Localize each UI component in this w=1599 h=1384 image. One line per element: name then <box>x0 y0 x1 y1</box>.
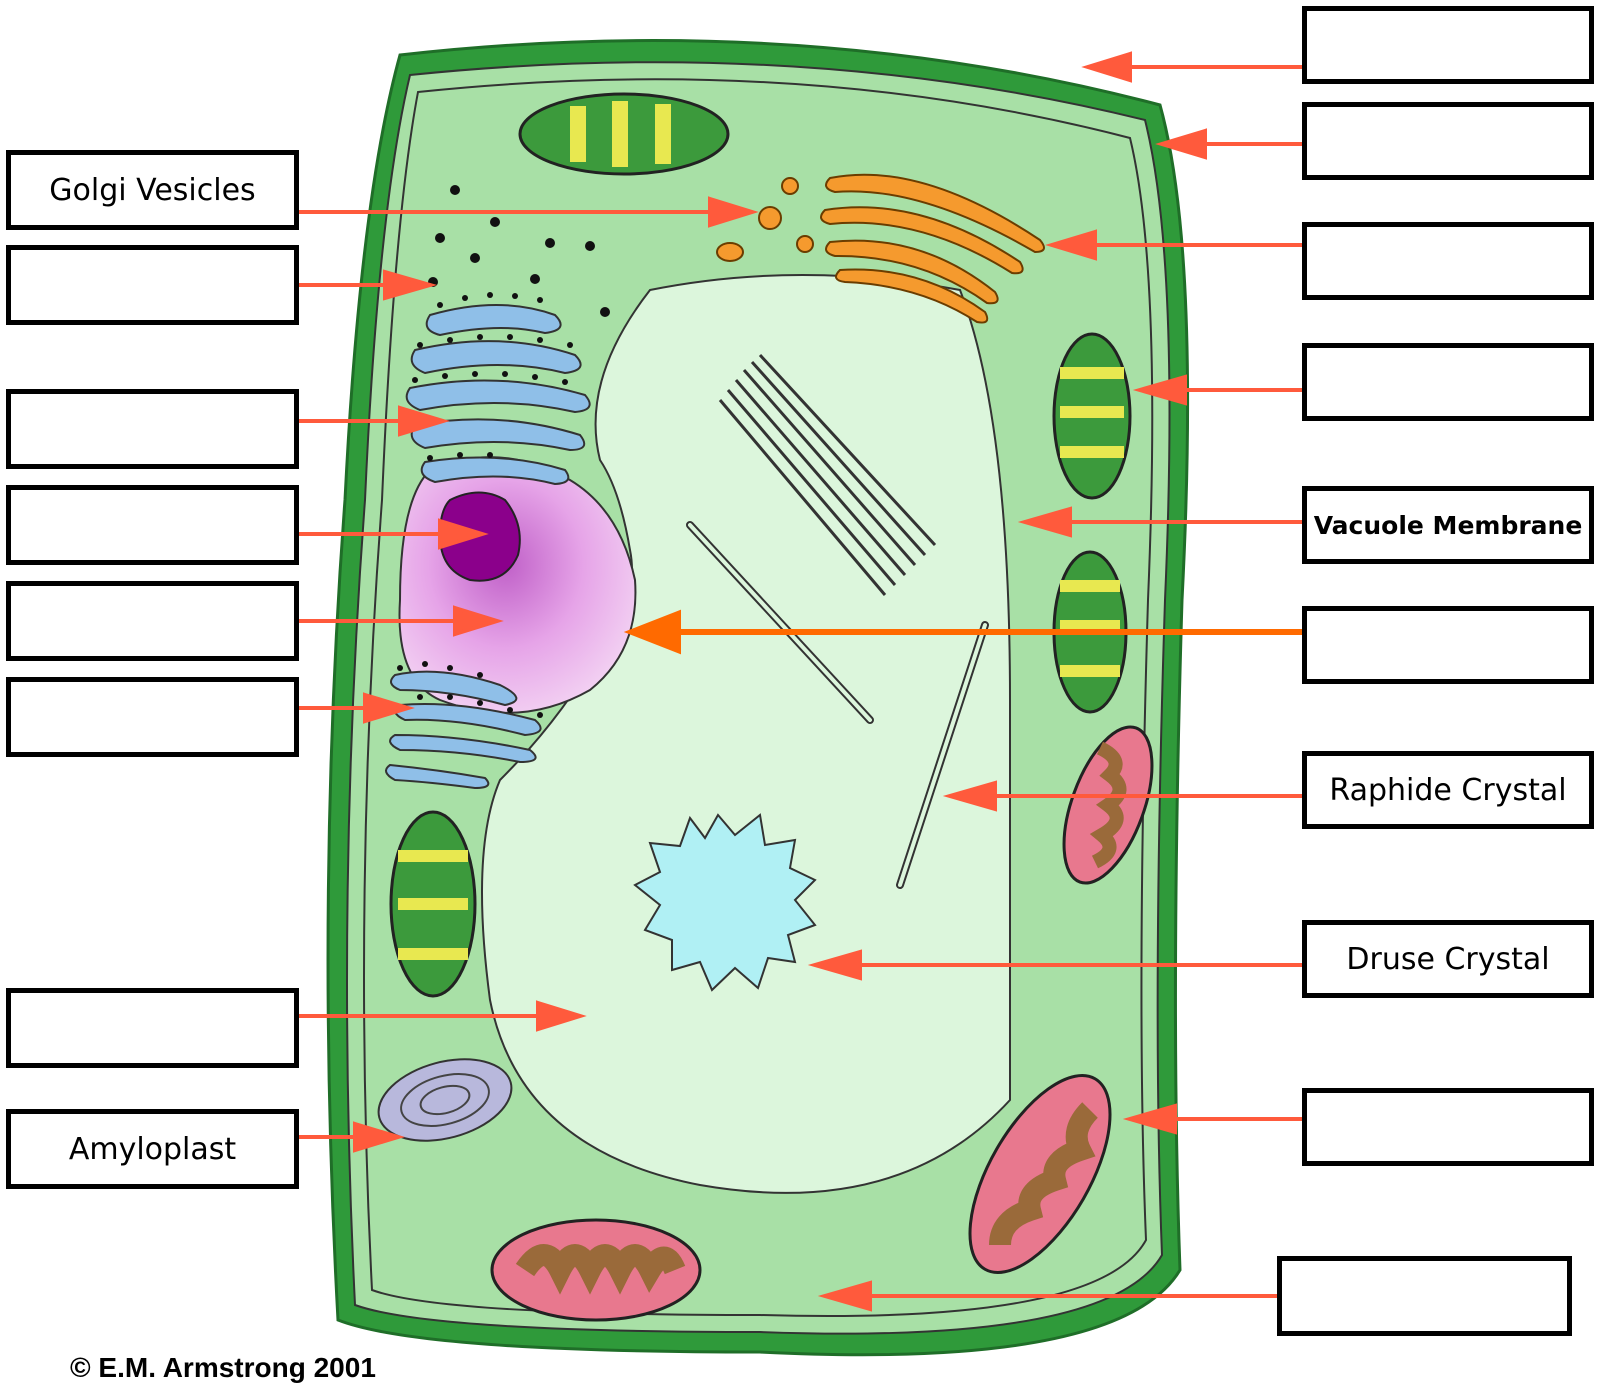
label-box-druse-crystal[interactable]: Druse Crystal <box>1302 920 1594 998</box>
label-text: Golgi Vesicles <box>49 173 255 208</box>
label-box-blank[interactable] <box>6 677 299 757</box>
label-text: Druse Crystal <box>1346 942 1549 977</box>
mitochondrion-bottom <box>492 1220 700 1320</box>
label-box-blank[interactable] <box>6 988 299 1068</box>
label-box-amyloplast[interactable]: Amyloplast <box>6 1109 299 1189</box>
label-box-blank[interactable] <box>1302 1088 1594 1166</box>
label-text: Amyloplast <box>69 1132 236 1167</box>
label-box-blank[interactable] <box>1302 222 1594 300</box>
label-box-blank[interactable] <box>1302 606 1594 684</box>
label-box-blank[interactable] <box>6 581 299 661</box>
chloroplast-top <box>520 94 728 174</box>
copyright-notice: © E.M. Armstrong 2001 <box>70 1352 376 1384</box>
label-box-golgi-vesicles[interactable]: Golgi Vesicles <box>6 150 299 230</box>
label-text: Raphide Crystal <box>1329 773 1566 808</box>
label-box-blank[interactable] <box>1277 1256 1572 1336</box>
label-box-raphide-crystal[interactable]: Raphide Crystal <box>1302 751 1594 829</box>
label-box-blank[interactable] <box>1302 6 1594 84</box>
label-box-blank[interactable] <box>6 485 299 565</box>
chloroplast-right-1 <box>1054 334 1130 498</box>
label-box-blank[interactable] <box>6 389 299 469</box>
label-box-blank[interactable] <box>1302 102 1594 180</box>
label-box-blank[interactable] <box>1302 343 1594 421</box>
label-text: Vacuole Membrane <box>1314 511 1583 540</box>
chloroplast-left <box>391 812 475 996</box>
label-box-vacuole-membrane[interactable]: Vacuole Membrane <box>1302 486 1594 564</box>
label-box-blank[interactable] <box>6 245 299 325</box>
